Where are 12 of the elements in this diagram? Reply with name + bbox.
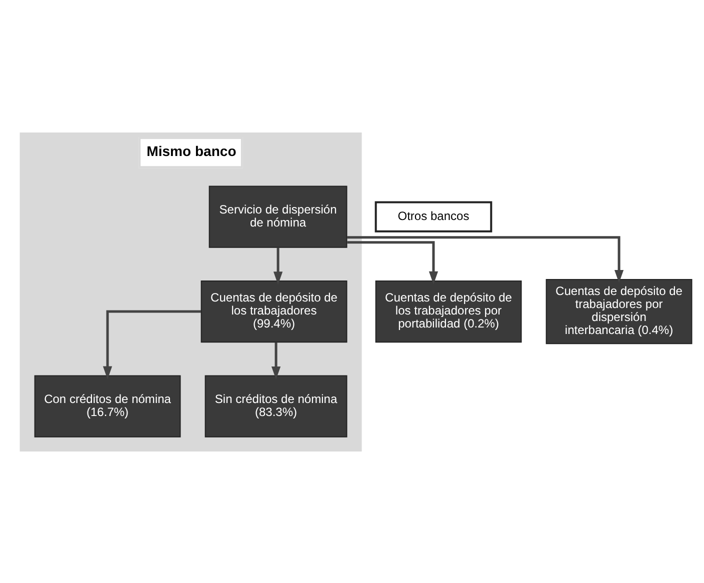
node-box: Con créditos de nómina (16.7%) bbox=[34, 374, 181, 437]
arrow bbox=[273, 247, 283, 284]
arrow bbox=[347, 236, 624, 283]
node-box: Servicio de dispersión de nómina bbox=[208, 185, 348, 248]
node-box: Cuentas de depósito de los trabajadores (99.4%) bbox=[200, 280, 348, 342]
node-box: Otros bancos bbox=[374, 200, 492, 232]
node-box: Cuentas de depósito de los trabajadores por portabilidad (0.2%) bbox=[375, 280, 522, 342]
node-box: Cuentas de depósito de trabajadores por dispersión interbancaria (0.4%) bbox=[546, 278, 692, 344]
arrow bbox=[102, 310, 201, 379]
arrow bbox=[271, 342, 281, 379]
node-box: Sin créditos de nómina (83.3%) bbox=[204, 374, 348, 437]
arrow bbox=[347, 240, 438, 284]
